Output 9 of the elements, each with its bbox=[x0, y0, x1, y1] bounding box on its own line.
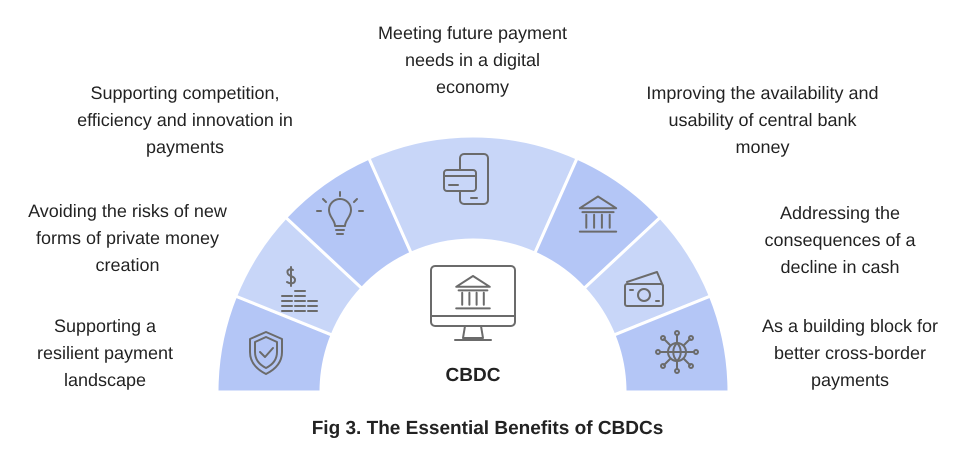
benefit-text: Avoiding the risks of new forms of private money creation bbox=[27, 200, 228, 277]
benefit-text: Supporting a resilient payment landscape bbox=[36, 315, 174, 392]
benefit-text: Supporting competition, efficiency and innovation in payments bbox=[76, 82, 294, 159]
benefit-text: Improving the availability and usability of central bank money bbox=[645, 82, 880, 159]
center-label: CBDC bbox=[423, 365, 523, 387]
figure-caption: Fig 3. The Essential Benefits of CBDCs bbox=[310, 418, 664, 440]
benefit-text: Meeting future payment needs in a digital economy bbox=[376, 22, 568, 99]
benefit-text: Addressing the consequences of a decline in cash bbox=[763, 202, 917, 279]
benefit-text: As a building block for better cross-border payments bbox=[760, 315, 940, 392]
